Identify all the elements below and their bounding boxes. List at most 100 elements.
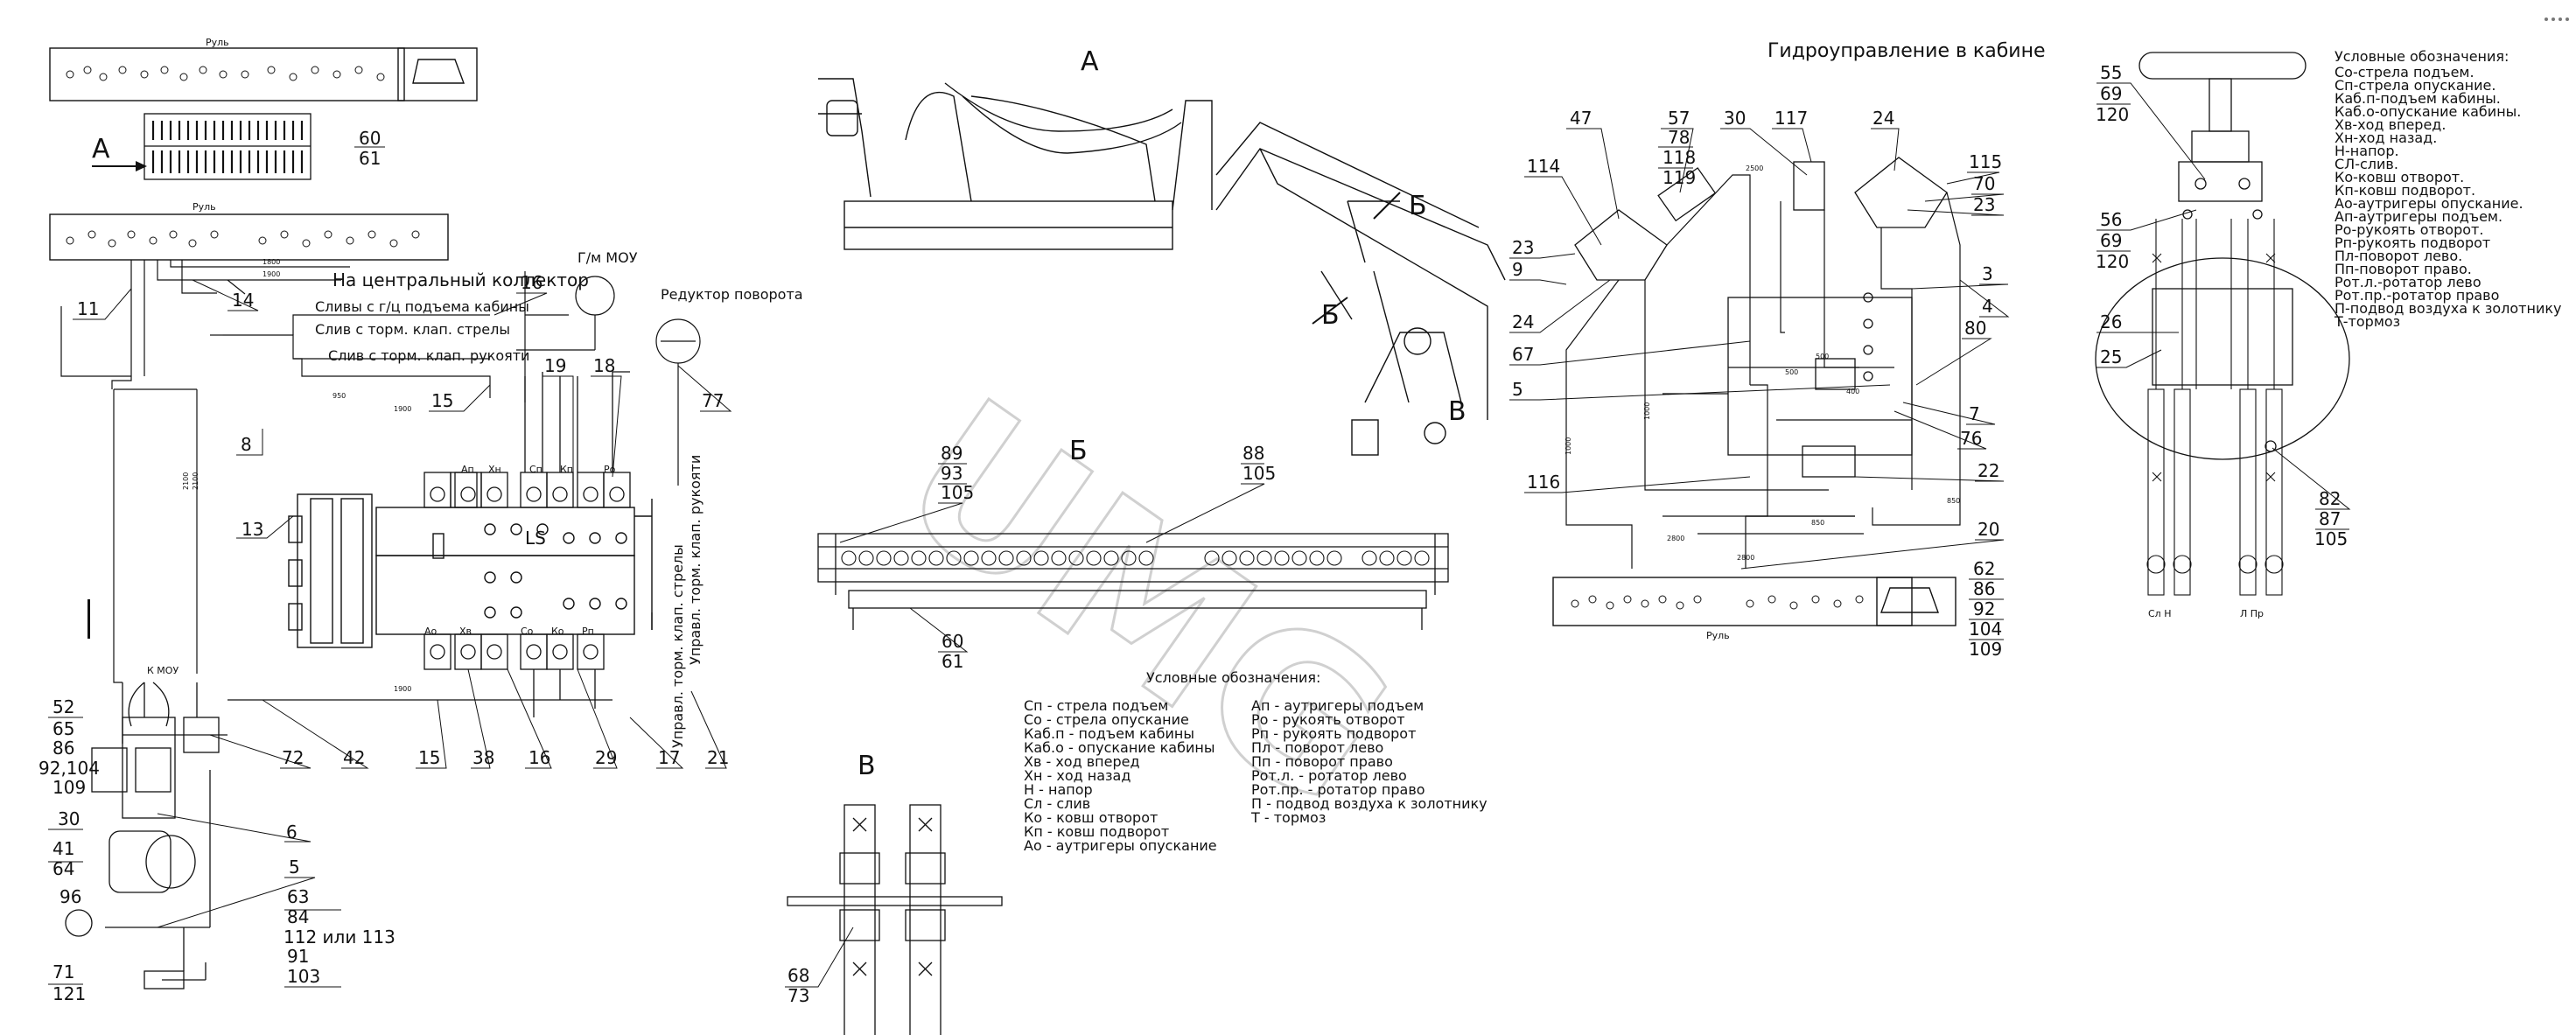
svg-text:Со-стрела подъем.: Со-стрела подъем.: [2334, 64, 2474, 80]
svg-text:Со - стрела опускание: Со - стрела опускание: [1024, 711, 1189, 728]
view-b-title: Б: [1069, 436, 1088, 466]
legend-center-col2: Ап - аутригеры подъем Ро - рукоять отвор…: [1250, 697, 1488, 826]
svg-text:120: 120: [2096, 104, 2129, 125]
svg-text:3: 3: [1982, 263, 1993, 284]
svg-text:61: 61: [942, 651, 963, 672]
svg-text:87: 87: [2319, 508, 2341, 529]
svg-text:1800: 1800: [262, 258, 280, 266]
svg-text:Рп-рукоять подворот: Рп-рукоять подворот: [2334, 234, 2490, 251]
svg-text:Каб.п-подъем кабины.: Каб.п-подъем кабины.: [2334, 90, 2501, 107]
left-leader-lines: [48, 279, 732, 988]
svg-text:22: 22: [1978, 460, 1999, 481]
svg-text:Рп - рукоять подворот: Рп - рукоять подворот: [1251, 725, 1416, 742]
svg-text:2800: 2800: [1737, 554, 1754, 562]
svg-text:17: 17: [658, 747, 680, 768]
svg-text:5: 5: [1512, 379, 1523, 400]
svg-text:68: 68: [788, 965, 809, 986]
svg-text:СЛ-слив.: СЛ-слив.: [2334, 156, 2398, 172]
collector-label: На центральный коллектор: [332, 269, 589, 290]
valve-labels-bottom: Ао Хв Со Ко Рп: [424, 626, 594, 637]
view-a-label: А: [92, 134, 110, 164]
svg-text:115: 115: [1969, 151, 2002, 172]
svg-text:Ао: Ао: [424, 626, 438, 637]
panel-ports-top: [66, 66, 385, 81]
svg-text:Сп: Сп: [529, 464, 542, 475]
svg-text:1900: 1900: [394, 405, 411, 413]
svg-text:65: 65: [52, 718, 74, 739]
leader-68: [785, 927, 854, 988]
svg-text:П - подвод воздуха к золотнику: П - подвод воздуха к золотнику: [1251, 795, 1488, 812]
pedal-leaders: [2096, 82, 2351, 530]
section-b-bottom: Б: [1321, 300, 1340, 331]
cab-joysticks: [1574, 157, 1948, 478]
reductor-label: Редуктор поворота: [661, 286, 803, 303]
svg-text:850: 850: [1811, 519, 1824, 527]
section-b-callouts: 89 93 105 88 105 60 61: [941, 443, 1276, 672]
svg-text:9: 9: [1512, 259, 1523, 280]
svg-text:Н - напор: Н - напор: [1024, 781, 1093, 798]
manifold-a: [144, 113, 312, 180]
svg-text:500: 500: [1785, 368, 1798, 376]
legend-right: Условные обозначения: Со-стрела подъем. …: [2334, 48, 2561, 330]
svg-text:Управл. торм. клап. стрелы: Управл. торм. клап. стрелы: [669, 544, 686, 748]
mid-control-panel: Руль: [49, 201, 449, 261]
distributor-block: [288, 493, 653, 648]
svg-text:47: 47: [1570, 108, 1592, 129]
svg-text:Л Пр: Л Пр: [2240, 608, 2264, 619]
svg-text:61: 61: [359, 148, 381, 169]
svg-text:25: 25: [2100, 346, 2122, 367]
cab-bottom-panel: [1552, 577, 1956, 626]
svg-text:70: 70: [1973, 173, 1995, 194]
svg-text:Хн: Хн: [488, 464, 501, 475]
svg-text:Со: Со: [521, 626, 534, 637]
motor-mou-label: Г/м МОУ: [578, 249, 638, 266]
valve-labels-top: Ап Хн Сп Кп Ро: [461, 464, 616, 475]
valve-sections-top: [424, 371, 631, 508]
svg-text:Ао - аутригеры опускание: Ао - аутригеры опускание: [1024, 837, 1217, 854]
svg-text:Каб.о-опускание кабины.: Каб.о-опускание кабины.: [2334, 103, 2521, 120]
dims-left: 1800 1900 2100 2100 950 1900 1900: [182, 258, 411, 693]
svg-text:71: 71: [52, 962, 74, 983]
section-b-manifold: [817, 533, 1449, 630]
svg-text:38: 38: [472, 747, 494, 768]
svg-text:109: 109: [1969, 639, 2002, 660]
svg-text:92: 92: [1973, 598, 1995, 619]
svg-text:8: 8: [241, 434, 252, 455]
cab-title: Гидроуправление в кабине: [1768, 40, 2046, 62]
svg-text:96: 96: [60, 886, 81, 907]
legend-right-title: Условные обозначения:: [2334, 48, 2509, 65]
svg-text:55: 55: [2100, 62, 2122, 83]
cab-frame: [818, 78, 1506, 456]
svg-text:60: 60: [359, 128, 381, 149]
pedal-callouts: 55 69 120 56 69 120 26 25 82 87 105: [2096, 62, 2348, 549]
svg-text:Рот.л.-ротатор лево: Рот.л.-ротатор лево: [2334, 274, 2482, 290]
svg-text:Ап: Ап: [461, 464, 474, 475]
svg-text:Хв - ход вперед: Хв - ход вперед: [1024, 753, 1140, 770]
svg-text:41: 41: [52, 838, 74, 859]
svg-text:73: 73: [788, 985, 809, 1006]
sliv-arm-label: Слив с торм. клап. рукояти: [328, 347, 529, 364]
pedal-tubes: [2146, 219, 2284, 596]
svg-text:1000: 1000: [1564, 437, 1572, 455]
svg-text:77: 77: [702, 390, 724, 411]
pedal-labels: Сл Н Л Пр: [2148, 608, 2264, 619]
svg-text:62: 62: [1973, 558, 1995, 579]
svg-text:2800: 2800: [1667, 535, 1684, 542]
svg-text:1000: 1000: [1643, 402, 1651, 420]
svg-text:Пп-поворот право.: Пп-поворот право.: [2334, 261, 2472, 277]
svg-text:24: 24: [1872, 108, 1894, 129]
svg-text:2100: 2100: [182, 472, 190, 490]
svg-text:Т-тормоз: Т-тормоз: [2334, 313, 2400, 330]
svg-text:30: 30: [1724, 108, 1746, 129]
svg-text:109: 109: [52, 777, 86, 798]
svg-text:86: 86: [1973, 578, 1995, 599]
section-b-top: Б: [1409, 191, 1427, 221]
motor-mou: [516, 276, 615, 351]
svg-text:Рот.пр.-ротатор право: Рот.пр.-ротатор право: [2334, 287, 2499, 304]
svg-text:1900: 1900: [394, 685, 411, 693]
svg-text:13: 13: [242, 519, 263, 540]
cab-dims: 2500 2800 2800 850 850 500 500 400 1000 …: [1564, 164, 1960, 562]
svg-text:Хн - ход назад: Хн - ход назад: [1024, 767, 1130, 784]
svg-text:Хв-ход вперед.: Хв-ход вперед.: [2334, 116, 2446, 133]
